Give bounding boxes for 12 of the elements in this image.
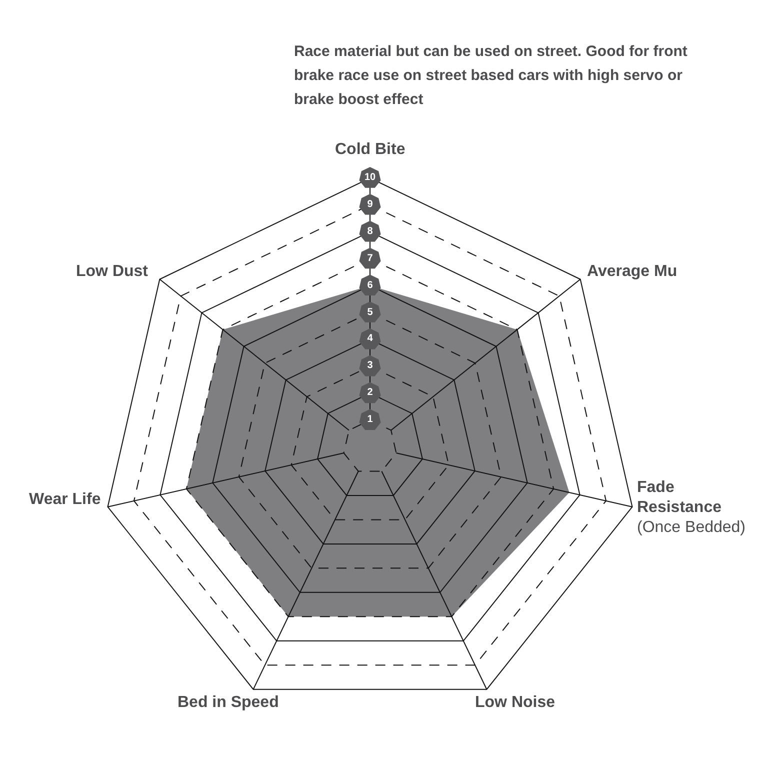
axis-label: Average Mu (587, 262, 678, 282)
description-text: Race material but can be used on street. Good for front brake race use on street based cars with high servo or brake boost effect (294, 42, 688, 110)
axis-label: Low Dust (76, 262, 148, 282)
axis-label: Wear Life (29, 490, 101, 510)
axis-label: Bed in Speed (178, 693, 279, 713)
axis-label: Fade Resistance (Once Bedded) (637, 478, 747, 538)
scale-number-badge: 8 (359, 220, 381, 243)
scale-number-badge: 7 (359, 248, 381, 270)
axis-label: Cold Bite (335, 140, 406, 160)
scale-number-badge: 9 (359, 194, 381, 216)
axis-label: Low Noise (475, 693, 556, 713)
scale-number-badge: 10 (359, 167, 381, 189)
